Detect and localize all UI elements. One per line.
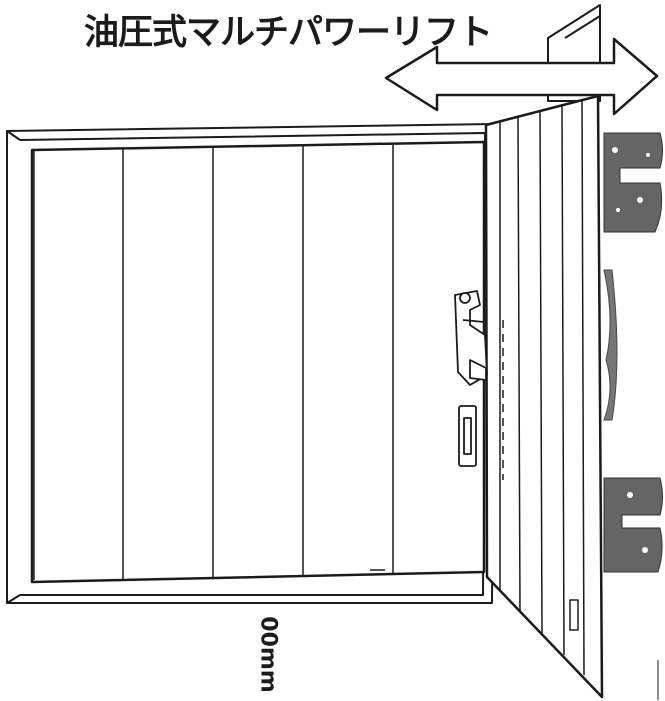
double-headed-arrow-icon (384, 37, 659, 116)
latch-icon (454, 290, 488, 386)
dimension-label: 00mm (255, 616, 281, 693)
diagram-title: 油圧式マルチパワーリフト (84, 13, 493, 53)
side-slat-panel (484, 94, 604, 699)
door-panel (30, 140, 486, 584)
dimension-label-box: 00mm (255, 612, 298, 701)
door-handle-icon (458, 405, 477, 467)
stone-edge (603, 132, 663, 573)
